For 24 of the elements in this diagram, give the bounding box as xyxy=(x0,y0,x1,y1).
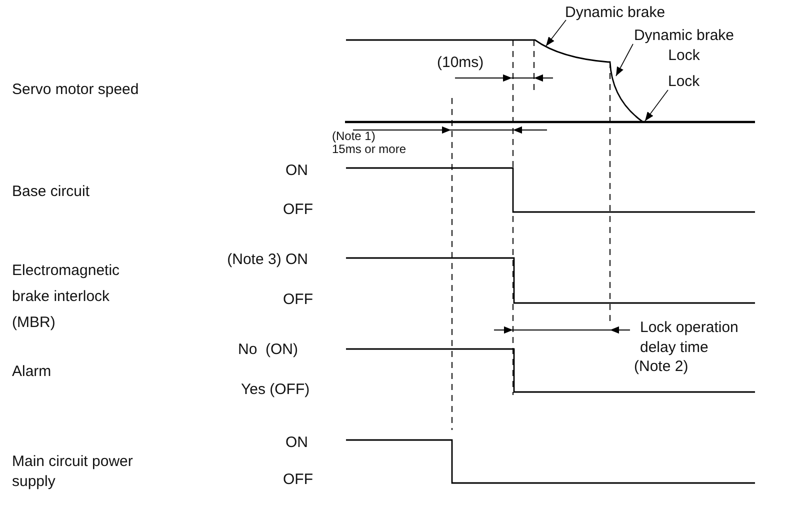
state-label: No (ON) xyxy=(238,340,299,360)
state-label: (Note 3) ON xyxy=(226,250,308,270)
signal-name: Main circuit power supply xyxy=(12,452,134,492)
state-label: ON xyxy=(284,161,308,181)
signal-name: Base circuit xyxy=(12,182,90,202)
state-label: ON xyxy=(284,433,308,453)
dimension-label: Lock operation delay time xyxy=(640,318,740,358)
leader-line xyxy=(644,90,668,122)
state-label: OFF xyxy=(282,200,313,220)
signal-name: Electromagnetic brake interlock (MBR) xyxy=(12,261,121,333)
leader-line xyxy=(616,44,634,76)
signal-name: Alarm xyxy=(12,362,52,382)
dimension-label: (10ms) xyxy=(437,53,484,73)
leader-line xyxy=(546,20,566,46)
annotation-text: Dynamic brake xyxy=(565,3,669,23)
signal-name: Servo motor speed xyxy=(12,80,139,100)
annotation-text: Lock xyxy=(668,72,708,92)
state-label: OFF xyxy=(282,290,313,310)
state-label: OFF xyxy=(282,470,313,490)
annotation-text: Dynamic brake Lock xyxy=(632,26,736,66)
note-text: (Note 1) xyxy=(332,130,376,143)
dimension-label: 15ms or more xyxy=(332,143,406,156)
state-label: Yes (OFF) xyxy=(241,380,311,400)
note-text: (Note 2) xyxy=(634,357,688,377)
